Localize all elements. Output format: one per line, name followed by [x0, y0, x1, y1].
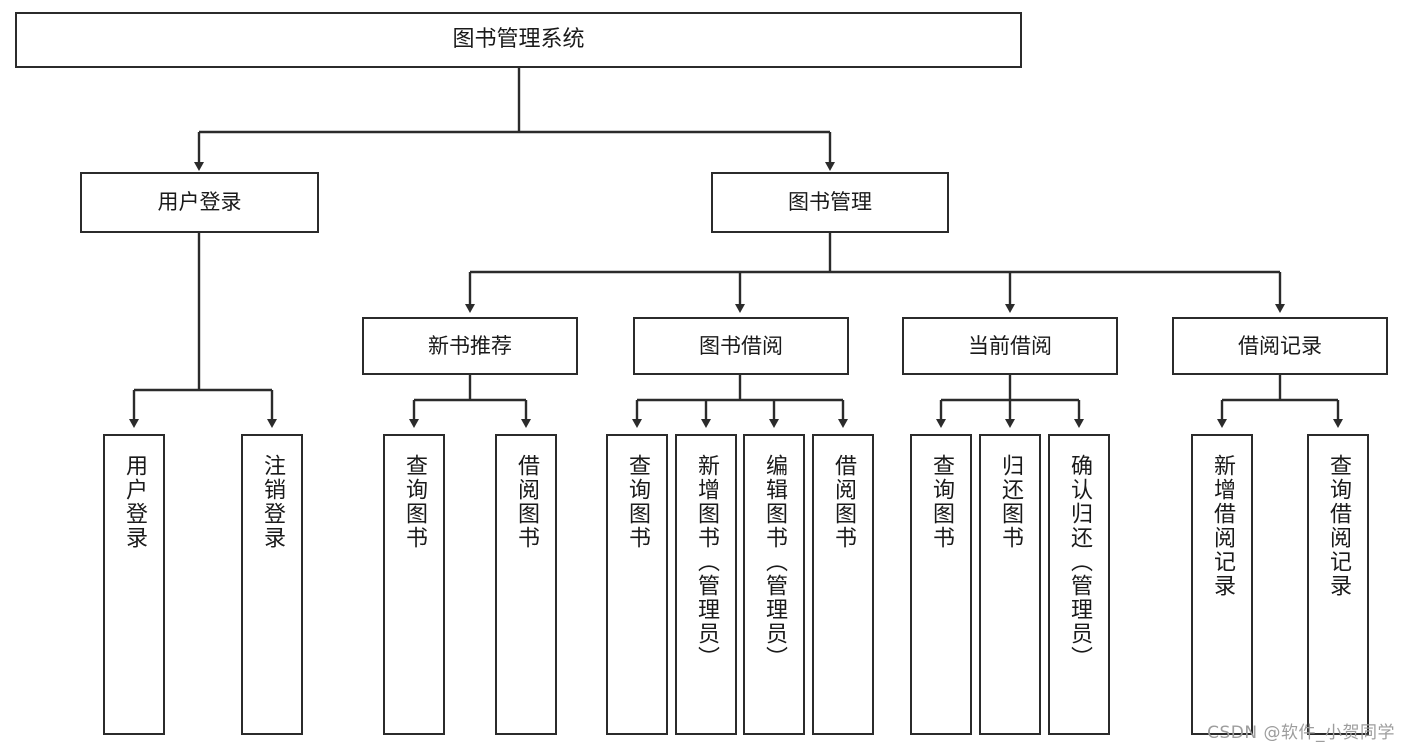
- node-book-borrow[interactable]: 图书借阅: [633, 317, 849, 375]
- node-book-borrow-label: 图书借阅: [699, 333, 783, 358]
- node-root-label: 图书管理系统: [452, 27, 585, 53]
- node-leaf-user-logout-label: 注销登录: [260, 454, 285, 550]
- node-leaf-add-book-label: 新增图书（管理员）: [694, 454, 719, 670]
- node-leaf-return-book-label: 归还图书: [998, 454, 1023, 550]
- watermark-text: CSDN @软件_小贺同学: [1207, 723, 1395, 743]
- node-leaf-user-logout[interactable]: 注销登录: [241, 434, 303, 735]
- node-leaf-query-book-3[interactable]: 查询图书: [910, 434, 972, 735]
- node-leaf-user-login[interactable]: 用户登录: [103, 434, 165, 735]
- node-leaf-add-book[interactable]: 新增图书（管理员）: [675, 434, 737, 735]
- node-leaf-edit-book[interactable]: 编辑图书（管理员）: [743, 434, 805, 735]
- node-leaf-query-book-3-label: 查询图书: [929, 454, 954, 550]
- node-new-book-recommend[interactable]: 新书推荐: [362, 317, 578, 375]
- node-leaf-query-book-2[interactable]: 查询图书: [606, 434, 668, 735]
- node-leaf-query-book-1[interactable]: 查询图书: [383, 434, 445, 735]
- node-leaf-query-record-label: 查询借阅记录: [1326, 454, 1351, 598]
- node-borrow-record[interactable]: 借阅记录: [1172, 317, 1388, 375]
- node-leaf-confirm-return[interactable]: 确认归还（管理员）: [1048, 434, 1110, 735]
- node-leaf-borrow-book-1-label: 借阅图书: [514, 454, 539, 550]
- node-leaf-borrow-book-1[interactable]: 借阅图书: [495, 434, 557, 735]
- node-borrow-record-label: 借阅记录: [1238, 333, 1322, 358]
- node-current-borrow-label: 当前借阅: [968, 333, 1052, 358]
- node-leaf-borrow-book-2[interactable]: 借阅图书: [812, 434, 874, 735]
- node-leaf-query-book-1-label: 查询图书: [402, 454, 427, 550]
- node-new-book-recommend-label: 新书推荐: [428, 333, 512, 358]
- node-book-manage-label: 图书管理: [788, 190, 872, 215]
- node-leaf-borrow-book-2-label: 借阅图书: [831, 454, 856, 550]
- node-leaf-add-record-label: 新增借阅记录: [1210, 454, 1235, 598]
- node-leaf-user-login-label: 用户登录: [122, 454, 147, 550]
- node-current-borrow[interactable]: 当前借阅: [902, 317, 1118, 375]
- node-leaf-query-record[interactable]: 查询借阅记录: [1307, 434, 1369, 735]
- node-user-login-label: 用户登录: [157, 190, 242, 215]
- node-leaf-query-book-2-label: 查询图书: [625, 454, 650, 550]
- node-book-manage[interactable]: 图书管理: [711, 172, 949, 233]
- node-leaf-add-record[interactable]: 新增借阅记录: [1191, 434, 1253, 735]
- node-leaf-return-book[interactable]: 归还图书: [979, 434, 1041, 735]
- node-user-login[interactable]: 用户登录: [80, 172, 319, 233]
- node-leaf-confirm-return-label: 确认归还（管理员）: [1067, 454, 1092, 670]
- node-leaf-edit-book-label: 编辑图书（管理员）: [762, 454, 787, 670]
- node-root[interactable]: 图书管理系统: [15, 12, 1022, 68]
